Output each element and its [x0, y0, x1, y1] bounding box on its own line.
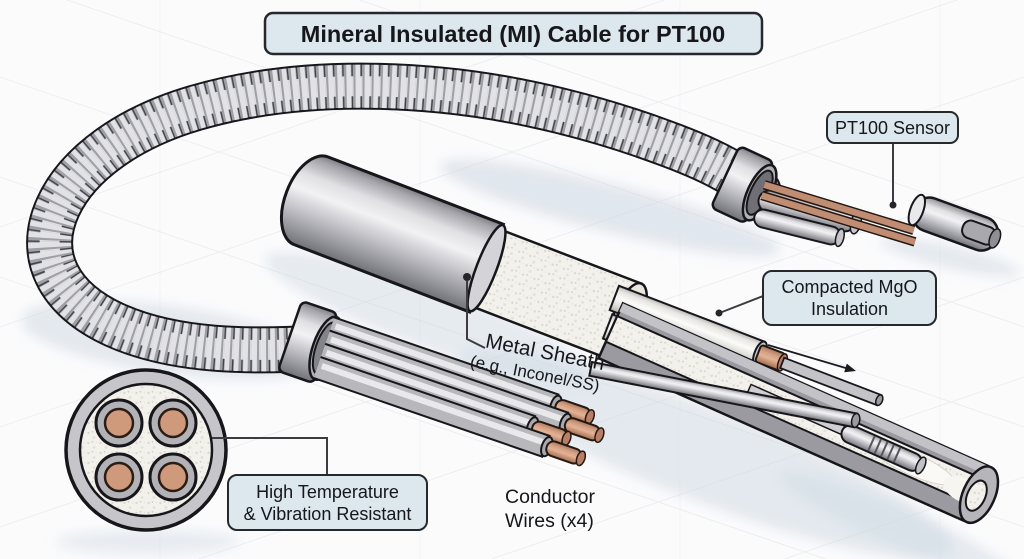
conductor-wire [317, 342, 572, 447]
direction-arrow [767, 344, 856, 373]
annotation-conductor-wires: Conductor Wires (x4) [505, 486, 595, 532]
callout-label: & Vibration Resistant [244, 504, 412, 524]
cross-section-view [64, 368, 228, 532]
conductor-wire [322, 329, 605, 444]
page-title: Mineral Insulated (MI) Cable for PT100 [301, 21, 725, 47]
conductor-wire [326, 316, 596, 425]
sensor-lead-wires [753, 180, 917, 248]
callout-pt100-sensor: PT100 Sensor [826, 111, 959, 144]
title-banner: Mineral Insulated (MI) Cable for PT100 [263, 11, 764, 56]
sensor-branch [711, 146, 1002, 252]
callout-label: High Temperature [256, 482, 399, 502]
cross-section-conductor [148, 398, 198, 448]
callout-connectors [212, 144, 897, 475]
insulated-conductor-upper [608, 284, 884, 407]
callout-box [826, 111, 959, 144]
cross-section-conductor [148, 452, 198, 502]
callout-label: PT100 Sensor [835, 118, 950, 138]
conductor-wires-bundle [278, 301, 605, 467]
sheath-cut-rim [466, 223, 507, 313]
corrugated-conduit [26, 62, 782, 374]
callout-label: Insulation [811, 299, 888, 319]
conduit-collar-top [711, 146, 778, 223]
callout-high-temp: High Temperature & Vibration Resistant [227, 474, 428, 531]
callout-label: Compacted MgO [781, 277, 917, 297]
cross-section-mgo [78, 382, 214, 518]
pt100-sensor-tip [907, 193, 1002, 252]
connector-hightemp [212, 437, 328, 475]
title-box [263, 11, 764, 56]
conductor-rod [588, 360, 861, 429]
annotation-label: Wires (x4) [505, 510, 594, 532]
cross-section-conductor [94, 452, 144, 502]
connector-sheath [466, 281, 486, 349]
pt100-sensing-element [840, 424, 927, 475]
conductor-wire [313, 356, 587, 467]
callout-mgo-insulation: Compacted MgO Insulation [762, 270, 937, 326]
connector-mgo [721, 295, 764, 313]
callout-box [762, 270, 937, 326]
annotation-label: Conductor [505, 486, 595, 508]
callout-box [227, 474, 428, 531]
cross-section-conductor [94, 398, 144, 448]
metal-sheath-cylinder [279, 154, 506, 314]
